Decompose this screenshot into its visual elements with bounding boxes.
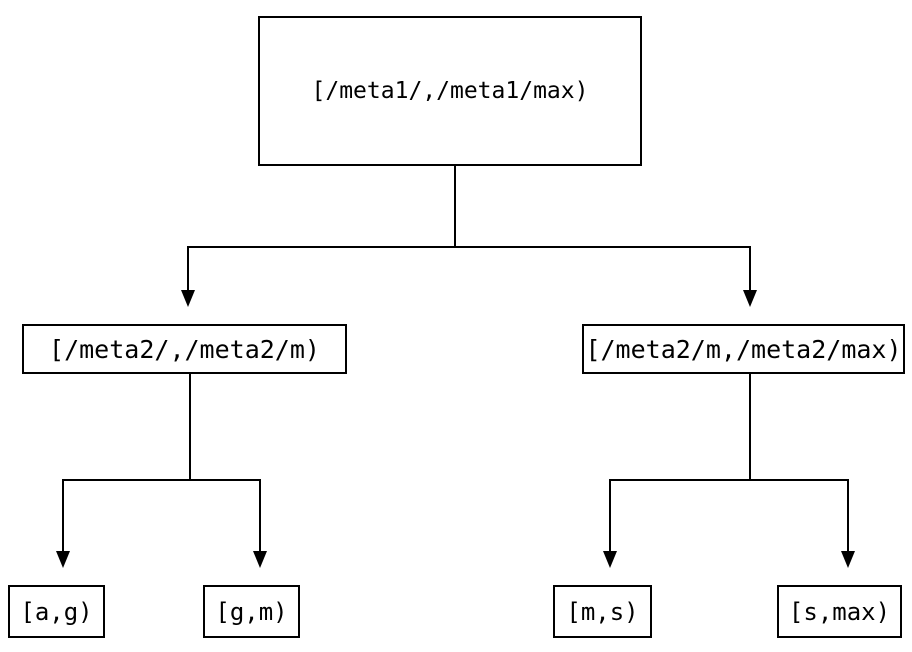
node-leaf-a-g: [a,g)	[8, 585, 105, 638]
node-leaf-s-max-label: [s,max)	[788, 597, 891, 626]
arrowhead-to-left-child	[181, 290, 195, 307]
node-leaf-s-max: [s,max)	[777, 585, 902, 638]
node-leaf-m-s-label: [m,s)	[566, 597, 639, 626]
arrowhead-to-right-child	[743, 290, 757, 307]
edge-right-drop-right	[847, 479, 849, 552]
arrowhead-to-leaf-m-s	[603, 551, 617, 568]
edge-root-trunk	[454, 166, 456, 247]
edge-root-drop-left	[187, 246, 189, 290]
edge-root-branch	[187, 246, 751, 248]
edge-right-trunk	[749, 374, 751, 481]
edge-right-branch	[609, 479, 849, 481]
arrowhead-to-leaf-g-m	[253, 551, 267, 568]
edge-root-drop-right	[749, 246, 751, 290]
node-right-child: [/meta2/m,/meta2/max)	[582, 324, 905, 374]
node-leaf-g-m: [g,m)	[203, 585, 300, 638]
edge-left-branch	[62, 479, 261, 481]
arrowhead-to-leaf-a-g	[56, 551, 70, 568]
edge-right-drop-left	[609, 479, 611, 552]
node-leaf-a-g-label: [a,g)	[20, 597, 93, 626]
edge-left-drop-left	[62, 479, 64, 552]
node-root-label: [/meta1/,/meta1/max)	[311, 78, 589, 104]
arrowhead-to-leaf-s-max	[841, 551, 855, 568]
node-root: [/meta1/,/meta1/max)	[258, 16, 642, 166]
node-right-child-label: [/meta2/m,/meta2/max)	[585, 334, 902, 364]
node-left-child: [/meta2/,/meta2/m)	[22, 324, 347, 374]
node-leaf-g-m-label: [g,m)	[215, 597, 288, 626]
node-leaf-m-s: [m,s)	[553, 585, 652, 638]
edge-left-trunk	[189, 374, 191, 481]
node-left-child-label: [/meta2/,/meta2/m)	[49, 334, 320, 364]
edge-left-drop-right	[259, 479, 261, 552]
